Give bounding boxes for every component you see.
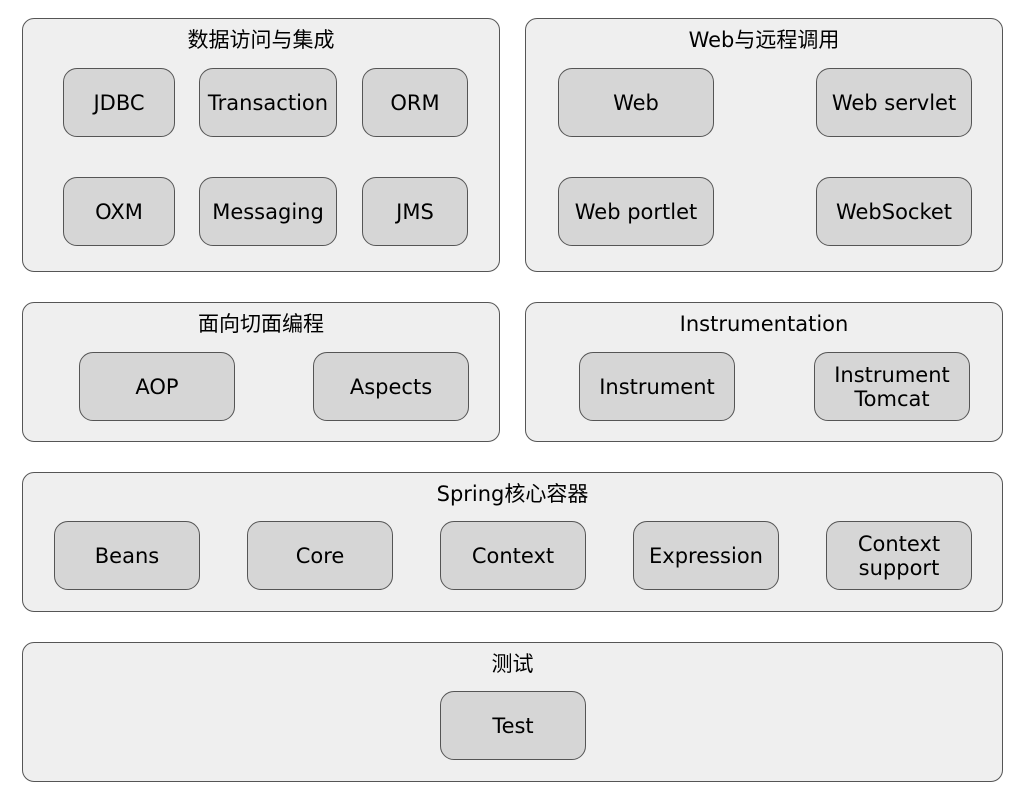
web-portlet-module: Web portlet — [558, 177, 714, 246]
orm-module: ORM — [362, 68, 468, 137]
jms-module: JMS — [362, 177, 468, 246]
core-container-panel: Spring核心容器 Beans Core Context Expression… — [22, 472, 1003, 612]
test-module: Test — [440, 691, 586, 760]
transaction-module: Transaction — [199, 68, 337, 137]
test-panel: 测试 Test — [22, 642, 1003, 782]
context-support-module: Context support — [826, 521, 972, 590]
jdbc-module: JDBC — [63, 68, 175, 137]
websocket-module: WebSocket — [816, 177, 972, 246]
data-access-title: 数据访问与集成 — [187, 28, 335, 52]
aop-panel: 面向切面编程 AOP Aspects — [22, 302, 500, 442]
web-servlet-module: Web servlet — [816, 68, 972, 137]
test-title: 测试 — [491, 652, 534, 676]
core-module: Core — [247, 521, 393, 590]
web-title: Web与远程调用 — [688, 28, 840, 52]
expression-module: Expression — [633, 521, 779, 590]
oxm-module: OXM — [63, 177, 175, 246]
instrumentation-panel: Instrumentation Instrument Instrument To… — [525, 302, 1003, 442]
context-module: Context — [440, 521, 586, 590]
aspects-module: Aspects — [313, 352, 469, 421]
instrument-module: Instrument — [579, 352, 735, 421]
aop-title: 面向切面编程 — [198, 312, 324, 336]
beans-module: Beans — [54, 521, 200, 590]
aop-module: AOP — [79, 352, 235, 421]
web-module: Web — [558, 68, 714, 137]
instrument-tomcat-module: Instrument Tomcat — [814, 352, 970, 421]
core-container-title: Spring核心容器 — [436, 482, 589, 506]
messaging-module: Messaging — [199, 177, 337, 246]
instrumentation-title: Instrumentation — [679, 312, 849, 336]
web-panel: Web与远程调用 Web Web servlet Web portlet Web… — [525, 18, 1003, 272]
data-access-panel: 数据访问与集成 JDBC Transaction ORM OXM Messagi… — [22, 18, 500, 272]
